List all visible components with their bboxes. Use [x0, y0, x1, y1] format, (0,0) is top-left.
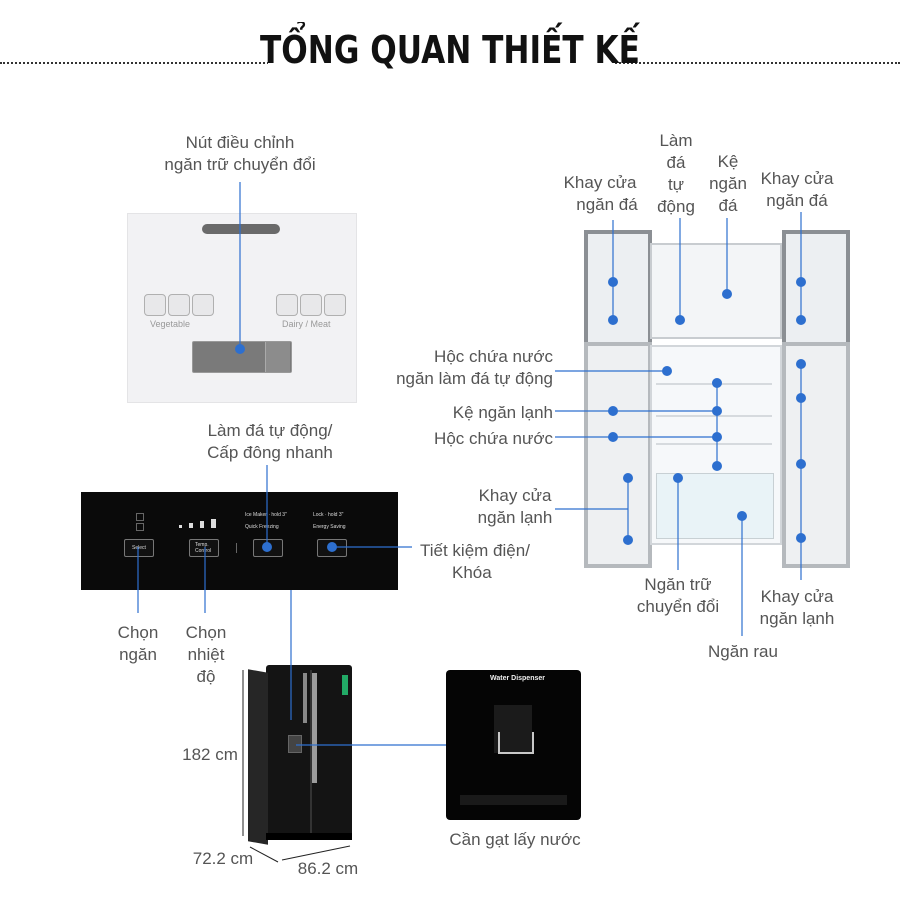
dispenser-lever[interactable]	[494, 705, 532, 753]
compartment-indicator-top	[136, 513, 144, 521]
fridge-interior	[582, 225, 850, 568]
temp-control-button[interactable]: Temp. Control	[189, 539, 219, 557]
width-dimension: 86.2 cm	[297, 859, 359, 878]
fridge-shelf-1	[656, 383, 772, 385]
panel-divider	[236, 543, 237, 553]
door-split	[310, 670, 312, 835]
fridge-shelf-2	[656, 415, 772, 417]
auto-ice-quick-freeze-label: Làm đá tự động/ Cấp đông nhanh	[207, 421, 333, 462]
ice-maker-quick-freeze-button[interactable]	[253, 539, 283, 557]
select-temperature-label: Chọn nhiệt độ	[185, 623, 227, 686]
legend-energy-saving: Energy Saving	[313, 524, 346, 530]
left-fridge-tray-label: Khay cửa ngăn lạnh	[477, 486, 553, 527]
right-freezer-tray-label: Khay cửa ngăn đá	[760, 169, 834, 210]
water-dispenser-closeup: Water Dispenser	[446, 670, 581, 820]
fish-icon	[324, 294, 346, 316]
left-fridge-door	[584, 342, 652, 568]
convertible-slider[interactable]	[192, 341, 292, 373]
select-button[interactable]: Select	[124, 539, 154, 557]
depth-dimension: 72.2 cm	[192, 849, 254, 868]
tomato-icon	[168, 294, 190, 316]
left-freezer-door	[584, 230, 652, 346]
convertible-compartment-label: Ngăn trữ chuyển đổi	[636, 575, 720, 616]
temp-level-4	[211, 519, 216, 528]
vegetable-drawer	[656, 473, 774, 539]
height-dimension: 182 cm	[182, 745, 238, 764]
door-handle-left	[303, 673, 307, 723]
vegetable-drawer-label: Ngăn rau	[708, 642, 778, 661]
energy-saving-lock-button[interactable]	[317, 539, 347, 557]
right-freezer-door	[782, 230, 850, 346]
select-compartment-label: Chọn ngăn	[117, 623, 159, 664]
fridge-base	[266, 833, 352, 840]
right-fridge-tray-label: Khay cửa ngăn lạnh	[759, 587, 835, 628]
legend-quick-freezing: Quick Freezing	[245, 524, 279, 530]
dairy-meat-caption: Dairy / Meat	[282, 319, 331, 329]
fridge-front	[266, 665, 352, 840]
temp-level-2	[189, 523, 193, 528]
carrot-icon	[144, 294, 166, 316]
auto-ice-label: Làm đá tự động	[657, 131, 695, 216]
control-panel: Ice Maker · hold 3" Quick Freezing Lock …	[81, 492, 398, 590]
temp-level-3	[200, 521, 204, 528]
dispenser-nozzle	[498, 732, 534, 754]
slot-handle	[202, 224, 280, 234]
legend-lock: Lock · hold 3"	[313, 512, 344, 518]
fridge-exterior	[248, 665, 352, 848]
grape-icon	[192, 294, 214, 316]
convertible-adjust-panel: Vegetable Dairy / Meat	[127, 213, 357, 403]
freezer-compartment	[650, 243, 782, 339]
dispenser-header: Water Dispenser	[490, 675, 545, 682]
water-tank-label: Hộc chứa nước	[434, 429, 553, 448]
water-lever-label: Cần gạt lấy nước	[449, 830, 581, 849]
cheese-icon	[276, 294, 298, 316]
compartment-indicator-bottom	[136, 523, 144, 531]
title-backdrop	[268, 28, 613, 88]
page-title: TỔNG QUAN THIẾT KẾ	[260, 28, 640, 72]
meat-icon	[300, 294, 322, 316]
drip-tray	[460, 795, 567, 805]
temp-level-1	[179, 525, 182, 528]
convertible-adjust-label: Nút điều chỉnh ngăn trữ chuyển đổi	[164, 133, 316, 174]
energy-saving-lock-label: Tiết kiệm điện/ Khóa	[420, 541, 530, 582]
legend-ice-maker: Ice Maker · hold 3"	[245, 512, 287, 518]
vegetable-caption: Vegetable	[150, 319, 191, 329]
fridge-shelf-label: Kệ ngăn lạnh	[452, 403, 553, 422]
fridge-side	[248, 669, 268, 845]
energy-label	[342, 675, 348, 695]
water-dispenser-exterior	[288, 735, 302, 753]
door-handle-right	[312, 673, 317, 783]
fridge-shelf-3	[656, 443, 772, 445]
left-freezer-tray-label: Khay cửa ngăn đá	[563, 173, 638, 214]
right-fridge-door	[782, 342, 850, 568]
ice-shelf-label: Kệ ngăn đá	[709, 152, 747, 215]
ice-water-tank-label: Hộc chứa nước ngăn làm đá tự động	[396, 347, 553, 388]
slider-knob[interactable]	[265, 342, 290, 372]
